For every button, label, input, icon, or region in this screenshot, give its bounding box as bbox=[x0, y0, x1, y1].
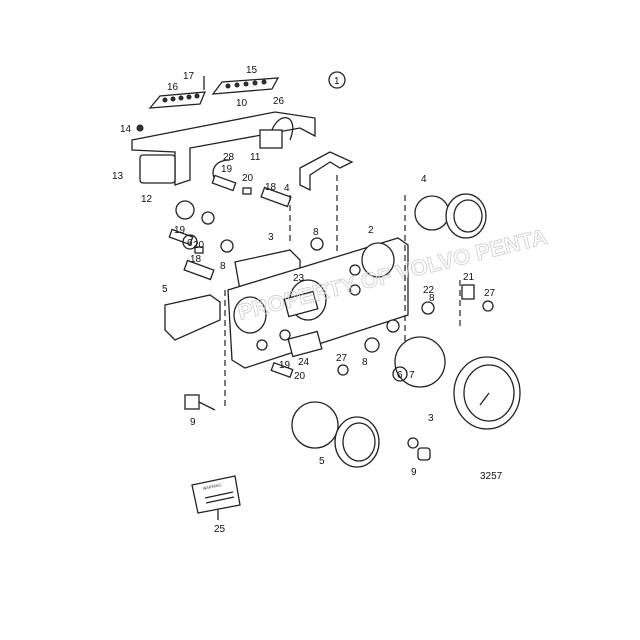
gauge-4-upper-right bbox=[414, 193, 487, 239]
callout-22: 22 bbox=[423, 285, 435, 296]
bulb-holder-19-lower bbox=[270, 361, 294, 379]
gauge-5-lower bbox=[291, 401, 380, 468]
callout-8: 8 bbox=[220, 261, 226, 272]
switch-9-left bbox=[184, 394, 216, 411]
bracket-21 bbox=[461, 284, 475, 300]
callout-2: 2 bbox=[368, 225, 374, 236]
callout-21: 21 bbox=[463, 272, 475, 283]
callout-4: 4 bbox=[421, 174, 427, 185]
callout-5: 5 bbox=[162, 284, 168, 295]
callout-6: 6 bbox=[397, 370, 403, 381]
callout-circle bbox=[328, 71, 346, 89]
callout-9: 9 bbox=[190, 417, 196, 428]
terminal-strip-15 bbox=[211, 77, 280, 95]
bracket-5 bbox=[164, 294, 221, 341]
callout-7: 7 bbox=[409, 370, 415, 381]
callout-8: 8 bbox=[313, 227, 319, 238]
callout-26: 26 bbox=[273, 96, 285, 107]
callout-19: 19 bbox=[279, 360, 291, 371]
lamp-27 bbox=[482, 300, 494, 312]
diagram-id: 3257 bbox=[480, 471, 503, 482]
callout-18: 18 bbox=[265, 182, 277, 193]
instrument-panel-2: PROPERTY OF VOLVO PENTA bbox=[227, 223, 550, 369]
callout-1: 1 bbox=[334, 76, 340, 87]
callout-10: 10 bbox=[236, 98, 248, 109]
callout-28: 28 bbox=[223, 152, 235, 163]
callout-11: 11 bbox=[250, 152, 261, 163]
button-9 bbox=[417, 447, 431, 461]
callout-27: 27 bbox=[484, 288, 496, 299]
switch-8 bbox=[421, 301, 435, 315]
callout-15: 15 bbox=[246, 65, 258, 76]
callout-9: 9 bbox=[411, 467, 417, 478]
callout-24: 24 bbox=[298, 357, 310, 368]
warning-plate-25: WARNING bbox=[191, 475, 241, 520]
callout-3: 3 bbox=[268, 232, 274, 243]
callout-8: 8 bbox=[362, 357, 368, 368]
relay-11 bbox=[259, 129, 283, 149]
nut-14 bbox=[136, 124, 144, 132]
bracket-4 bbox=[299, 151, 354, 192]
relay-12 bbox=[139, 154, 176, 184]
callout-5: 5 bbox=[319, 456, 325, 467]
callout-16: 16 bbox=[167, 82, 179, 93]
callout-27: 27 bbox=[336, 353, 348, 364]
bulb-holder-group-left bbox=[168, 228, 324, 281]
callout-20: 20 bbox=[294, 371, 306, 382]
callout-3: 3 bbox=[428, 413, 434, 424]
gauge-3-large bbox=[394, 336, 521, 430]
callout-19: 19 bbox=[174, 225, 186, 236]
washer-6 bbox=[386, 319, 400, 333]
washer-9 bbox=[407, 437, 419, 449]
switch-8b bbox=[364, 337, 380, 353]
callout-14: 14 bbox=[120, 124, 132, 135]
callout-labels: 1 2 3 3 4 4 5 5 6 6 7 8 8 8 8 9 9 10 11 … bbox=[112, 65, 503, 535]
callout-6: 6 bbox=[187, 238, 193, 249]
svg-text:WARNING: WARNING bbox=[202, 482, 222, 491]
wire-26 bbox=[271, 117, 294, 141]
callout-20: 20 bbox=[242, 173, 254, 184]
lamp-27b bbox=[337, 364, 349, 376]
terminal-strip-16 bbox=[148, 91, 207, 109]
callout-18: 18 bbox=[190, 254, 202, 265]
callout-20: 20 bbox=[193, 240, 205, 251]
callout-19: 19 bbox=[221, 164, 233, 175]
callout-8: 8 bbox=[429, 293, 435, 304]
callout-17: 17 bbox=[183, 71, 195, 82]
callout-4: 4 bbox=[284, 183, 290, 194]
callout-12: 12 bbox=[141, 194, 153, 205]
callout-23: 23 bbox=[293, 273, 305, 284]
callout-13: 13 bbox=[112, 171, 124, 182]
bulb-holder-group-upper bbox=[175, 159, 292, 225]
callout-25: 25 bbox=[214, 524, 226, 535]
